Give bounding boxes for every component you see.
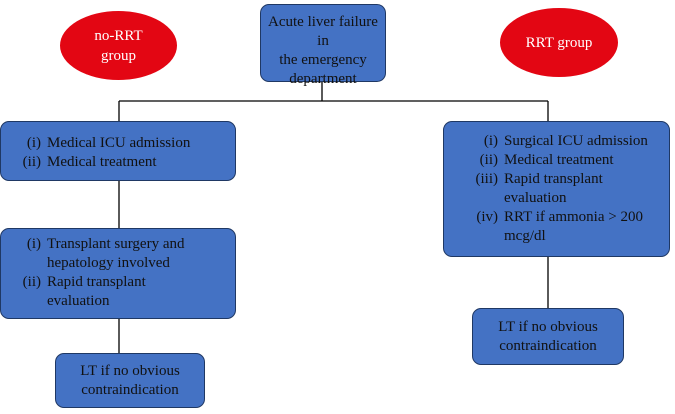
item-text: Rapid transplant evaluation [41, 273, 227, 311]
right-step-box-1: (i) Surgical ICU admission (ii) Medical … [443, 121, 670, 257]
item-text-line1: Rapid transplant [47, 274, 146, 290]
list-item: (i) Surgical ICU admission [452, 132, 661, 151]
item-number: (iv) [476, 209, 498, 225]
list-item: (iii) Rapid transplant evaluation [452, 170, 661, 208]
item-number: (i) [483, 133, 498, 149]
item-text-line1: Transplant surgery and [47, 236, 185, 252]
outcome-line1: LT if no obvious [80, 363, 180, 379]
item-number: (ii) [22, 274, 41, 290]
list-item: (ii) Medical treatment [452, 151, 661, 170]
outcome-line1: LT if no obvious [498, 319, 598, 335]
item-text-line1: RRT if ammonia > 200 [504, 209, 643, 225]
item-number: (ii) [22, 154, 41, 170]
item-number: (i) [26, 236, 41, 252]
item-text: Medical treatment [504, 152, 614, 168]
item-text: RRT if ammonia > 200 mcg/dl [498, 208, 661, 246]
no-rrt-group-label: no-RRT group [60, 11, 177, 80]
right-outcome-box: LT if no obvious contraindication [472, 308, 624, 365]
root-line3: department [289, 71, 357, 87]
rrt-group-label-text: RRT group [525, 34, 593, 51]
list-item: (i) Medical ICU admission [9, 134, 227, 153]
left-step-box-2: (i) Transplant surgery and hepatology in… [0, 228, 236, 319]
list-item: (i) Transplant surgery and hepatology in… [9, 235, 227, 273]
item-number: (iii) [475, 171, 499, 187]
no-rrt-group-label-line2: group [101, 47, 136, 64]
item-text: Medical ICU admission [47, 135, 191, 151]
item-text: Rapid transplant evaluation [498, 170, 661, 208]
item-text-line2: evaluation [47, 293, 110, 309]
outcome-line2: contraindication [499, 338, 597, 354]
item-text-line2: hepatology involved [47, 255, 170, 271]
list-item: (ii) Rapid transplant evaluation [9, 273, 227, 311]
item-text: Surgical ICU admission [504, 133, 648, 149]
list-item: (ii) Medical treatment [9, 153, 227, 172]
no-rrt-group-label-line1: no-RRT [94, 27, 143, 44]
rrt-group-label: RRT group [500, 8, 618, 77]
outcome-line2: contraindication [81, 382, 179, 398]
root-line1: Acute liver failure in [268, 14, 378, 49]
list-item: (iv) RRT if ammonia > 200 mcg/dl [452, 208, 661, 246]
root-line2: the emergency [279, 52, 367, 68]
left-outcome-box: LT if no obvious contraindication [55, 353, 205, 408]
item-text-line2: evaluation [504, 190, 567, 206]
item-text-line2: mcg/dl [504, 228, 546, 244]
item-number: (ii) [479, 152, 498, 168]
item-number: (i) [26, 135, 41, 151]
left-step-box-1: (i) Medical ICU admission (ii) Medical t… [0, 121, 236, 181]
root-node: Acute liver failure in the emergency dep… [260, 4, 386, 87]
item-text: Medical treatment [47, 154, 157, 170]
item-text-line1: Rapid transplant [504, 171, 603, 187]
item-text: Transplant surgery and hepatology involv… [41, 235, 227, 273]
